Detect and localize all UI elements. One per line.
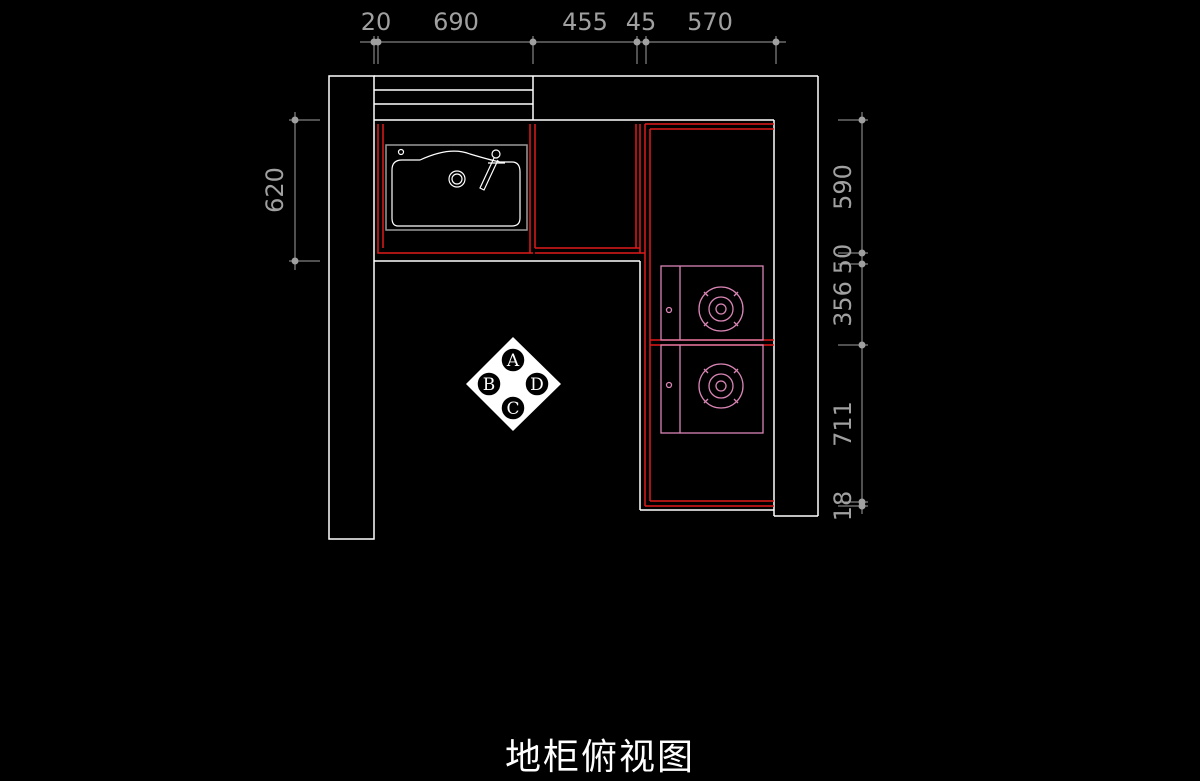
right-dimension-line — [838, 112, 868, 514]
dim-right-18: 18 — [829, 491, 857, 522]
top-dimension-line — [360, 36, 786, 64]
dim-top-570: 570 — [687, 8, 733, 36]
dim-left-620: 620 — [261, 167, 289, 213]
dim-right-711: 711 — [829, 401, 857, 447]
elevation-label-a: A — [506, 351, 520, 371]
gas-burner-icon — [698, 363, 744, 409]
elevation-index-symbol: A B C D — [466, 337, 561, 431]
left-dimension-line — [289, 112, 320, 270]
dim-top-20: 20 — [361, 8, 392, 36]
dim-right-590: 590 — [829, 164, 857, 210]
dim-top-45: 45 — [626, 8, 657, 36]
hob-unit-upper — [660, 265, 764, 341]
hob-unit-lower — [660, 344, 764, 434]
cabinet-edges — [377, 123, 774, 507]
wall-outline — [328, 75, 819, 540]
drawing-title: 地柜俯视图 — [504, 737, 695, 778]
dim-top-690: 690 — [433, 8, 479, 36]
elevation-label-d: D — [530, 375, 544, 395]
dim-right-50: 50 — [829, 244, 857, 275]
sink-icon — [385, 144, 528, 231]
dim-right-356: 356 — [829, 281, 857, 327]
right-dimension-labels: 590 50 356 711 18 — [829, 164, 857, 521]
gas-burner-icon — [698, 286, 744, 332]
elevation-label-b: B — [483, 375, 496, 395]
dim-top-455: 455 — [562, 8, 608, 36]
top-dimension-labels: 20 690 455 45 570 — [361, 8, 733, 36]
elevation-label-c: C — [506, 399, 519, 419]
